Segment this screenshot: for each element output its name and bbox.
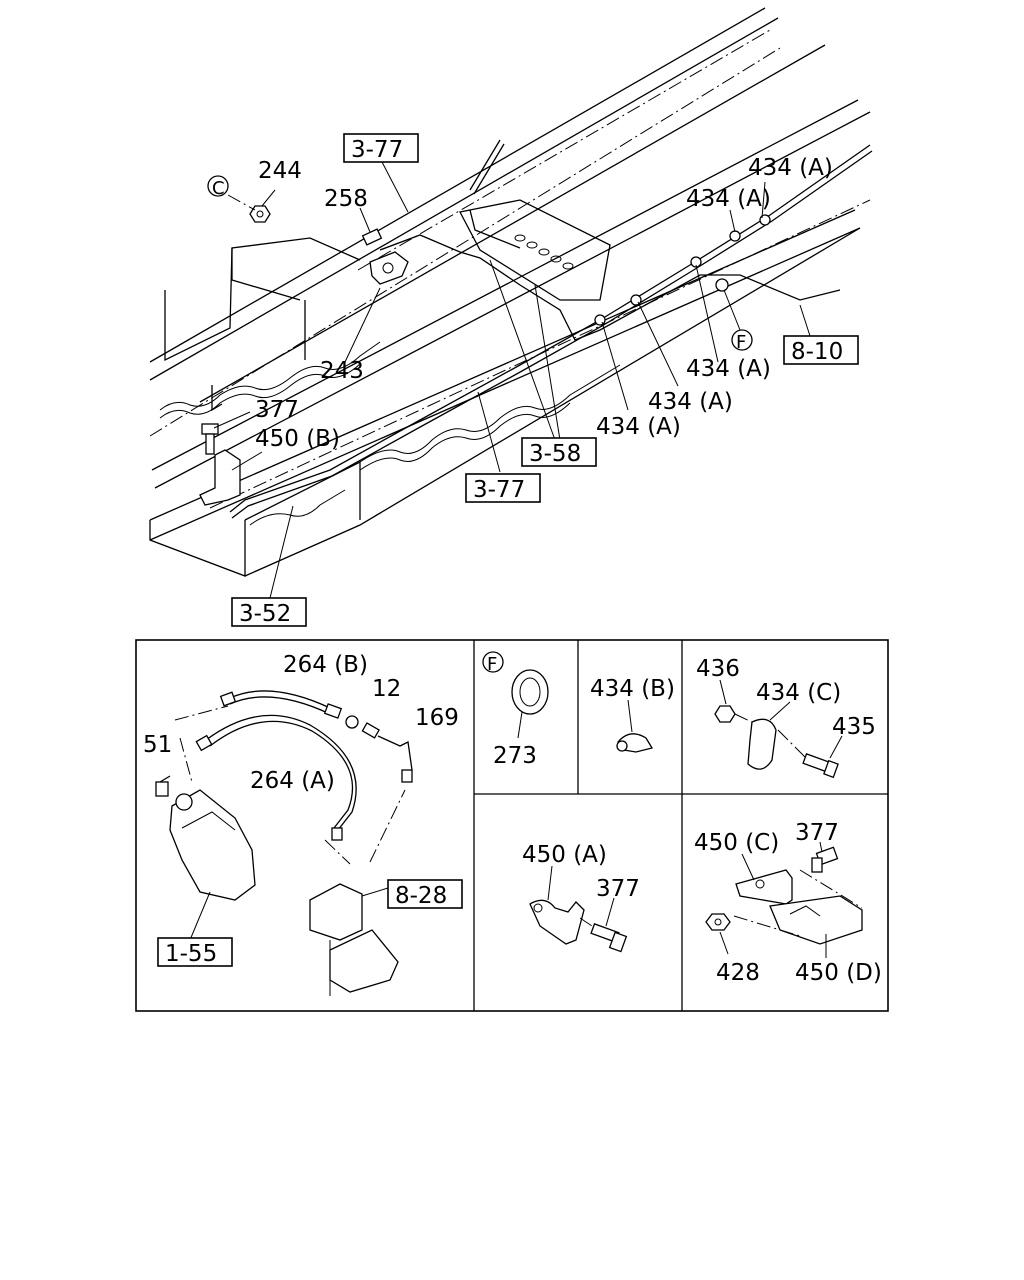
callout-244: 244 [258,158,302,184]
reservoir-icon [169,789,256,901]
callout-434a-5: 434 (A) [596,414,681,440]
callout-377-cd: 377 [795,820,839,846]
panel-bracket-a: 450 (A) 377 [522,842,640,953]
ref-box-3-52: 3-52 [239,601,291,627]
ref-box-3-77-bottom: 3-77 [473,477,525,503]
ref-box-3-77-top: 3-77 [351,137,403,163]
panel-clip-c: 436 434 (C) 435 [696,656,876,779]
callout-434a-1: 434 (A) [748,155,833,181]
ref-box-3-58: 3-58 [529,441,581,467]
nut-436-icon [714,705,736,723]
bolt-435-icon [802,753,839,779]
nut-428-icon [705,913,731,931]
callout-264b: 264 (B) [283,652,368,678]
main-callouts: 244 258 243 377 450 (B) 434 (A) 434 (A) … [207,133,859,627]
callout-450c: 450 (C) [694,830,779,856]
grommet-273-icon [511,669,549,715]
ref-box-1-55: 1-55 [165,941,217,967]
panel-bracket-cd: 450 (C) 377 428 450 (D) [694,820,882,986]
bracket-450a-icon [529,899,585,945]
bracket-450c-icon [735,869,793,905]
callout-264a: 264 (A) [250,768,335,794]
panel-hoses: 264 (B) 12 169 51 264 (A) 8-28 1-55 [143,652,463,996]
callout-51: 51 [143,732,172,758]
chassis-frame [149,7,871,577]
valve-243-icon [369,251,409,285]
callout-450a: 450 (A) [522,842,607,868]
bolt-377-icon [201,423,219,455]
callout-450b: 450 (B) [255,426,340,452]
panel-clip-b: 434 (B) [590,676,675,753]
bolt-377-cd-icon [811,846,839,873]
circled-ref-c: C [212,178,225,199]
brake-pipes [229,139,873,519]
detail-panel-frame [135,639,889,1012]
callout-377-a: 377 [596,876,640,902]
panel-grommet: F 273 [482,651,549,769]
callout-169: 169 [415,705,459,731]
callout-428: 428 [716,960,760,986]
clip-434c-icon [747,718,777,770]
callout-273: 273 [493,743,537,769]
callout-243: 243 [320,358,364,384]
bracket-450b-icon [199,449,241,506]
bolt-377-detail-icon [590,923,628,953]
callout-434a-3: 434 (A) [686,356,771,382]
leader-lines-main [213,161,811,599]
callout-434a-4: 434 (A) [648,389,733,415]
valve-unit-icon [309,883,363,941]
callout-258: 258 [324,186,368,212]
callout-12: 12 [372,676,401,702]
callout-434a-2: 434 (A) [686,186,771,212]
callout-450d: 450 (D) [795,960,882,986]
circled-ref-f-detail: F [487,654,497,675]
callout-435: 435 [832,714,876,740]
connector-258-icon [361,228,383,246]
callout-434b: 434 (B) [590,676,675,702]
ref-box-8-28: 8-28 [395,883,447,909]
chassis-parts [199,205,771,506]
callout-434c: 434 (C) [756,680,841,706]
callout-436: 436 [696,656,740,682]
ref-box-8-10: 8-10 [791,339,843,365]
callout-377: 377 [255,397,299,423]
circled-ref-f: F [736,332,746,353]
